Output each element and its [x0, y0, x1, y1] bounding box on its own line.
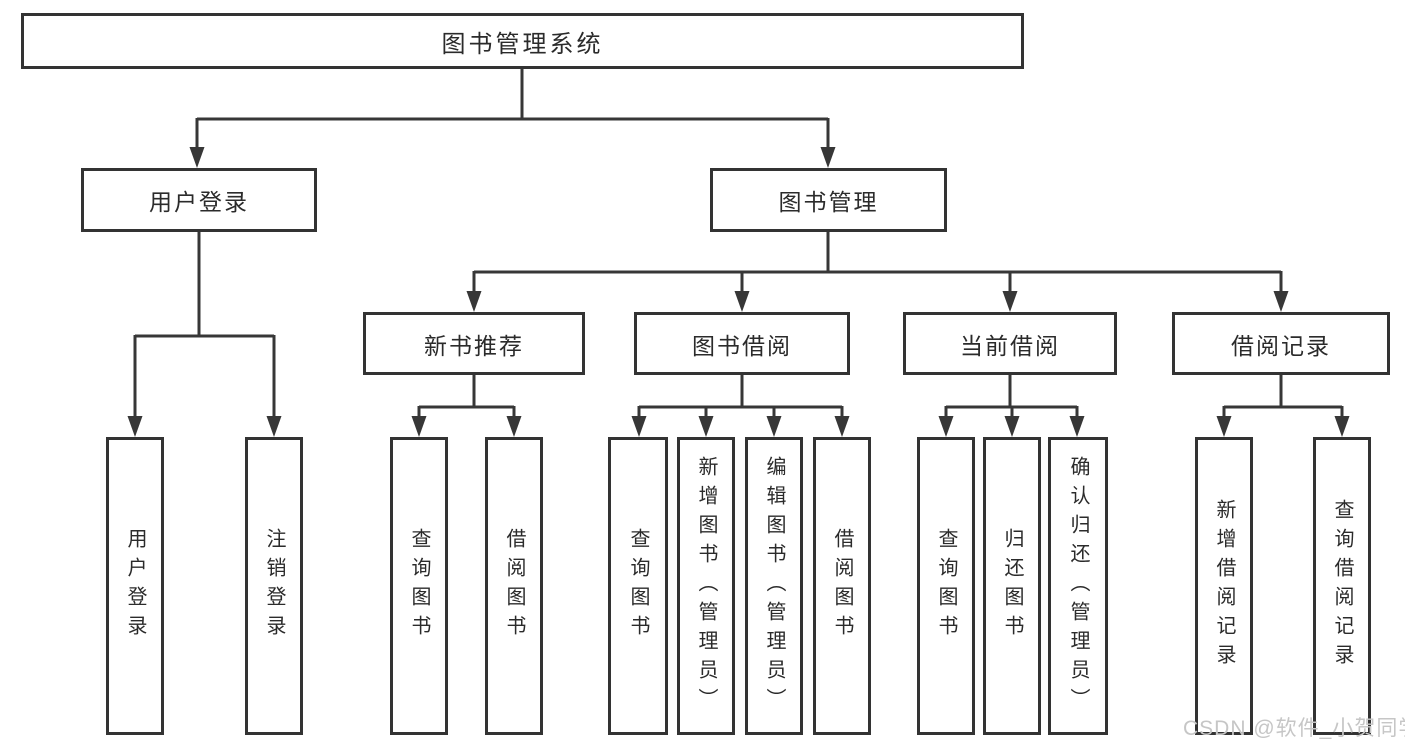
leaf-add-borrow-record: 新增借阅记录 — [1195, 437, 1253, 735]
node-user-login-branch: 用户登录 — [81, 168, 317, 232]
node-new-book-recommendation: 新书推荐 — [363, 312, 585, 375]
node-label: 借阅记录 — [1231, 332, 1331, 359]
leaf-return-books: 归还图书 — [983, 437, 1041, 735]
leaf-borrow-books-recommend: 借阅图书 — [485, 437, 543, 735]
node-label: 图书管理系统 — [441, 30, 604, 58]
node-label: 图书管理 — [778, 189, 879, 215]
node-label: 新增借阅记录 — [1213, 499, 1235, 673]
leaf-add-books-admin: 新增图书（管理员） — [677, 437, 735, 735]
leaf-query-borrow-record: 查询借阅记录 — [1313, 437, 1371, 735]
leaf-query-books-current: 查询图书 — [917, 437, 975, 735]
node-book-borrowing: 图书借阅 — [634, 312, 850, 375]
leaf-query-books-borrowing: 查询图书 — [608, 437, 668, 735]
node-borrowing-records: 借阅记录 — [1172, 312, 1390, 375]
node-label: 新书推荐 — [424, 332, 524, 359]
node-label: 借阅图书 — [503, 528, 525, 644]
leaf-edit-books-admin: 编辑图书（管理员） — [745, 437, 803, 735]
node-label: 用户登录 — [149, 189, 249, 215]
leaf-query-books-recommend: 查询图书 — [390, 437, 448, 735]
leaf-logout: 注销登录 — [245, 437, 303, 735]
node-label: 查询图书 — [627, 528, 649, 644]
node-label: 注销登录 — [263, 528, 285, 644]
node-label: 归还图书 — [1001, 528, 1023, 644]
node-label: 查询图书 — [935, 528, 957, 644]
node-book-management-branch: 图书管理 — [710, 168, 947, 232]
node-label: 编辑图书（管理员） — [763, 455, 785, 717]
csdn-watermark: CSDN @软件_小贺同学 — [1183, 717, 1405, 740]
node-label: 借阅图书 — [831, 528, 853, 644]
node-label: 查询借阅记录 — [1331, 499, 1353, 673]
leaf-confirm-return-admin: 确认归还（管理员） — [1048, 437, 1108, 735]
node-label: 查询图书 — [408, 528, 430, 644]
node-current-borrowing: 当前借阅 — [903, 312, 1117, 375]
leaf-borrow-books: 借阅图书 — [813, 437, 871, 735]
node-library-management-system: 图书管理系统 — [21, 13, 1024, 69]
node-label: 当前借阅 — [960, 332, 1060, 359]
node-label: 图书借阅 — [692, 332, 792, 359]
leaf-user-login: 用户登录 — [106, 437, 164, 735]
node-label: 用户登录 — [124, 528, 146, 644]
node-label: 新增图书（管理员） — [695, 455, 717, 717]
node-label: 确认归还（管理员） — [1067, 455, 1089, 717]
